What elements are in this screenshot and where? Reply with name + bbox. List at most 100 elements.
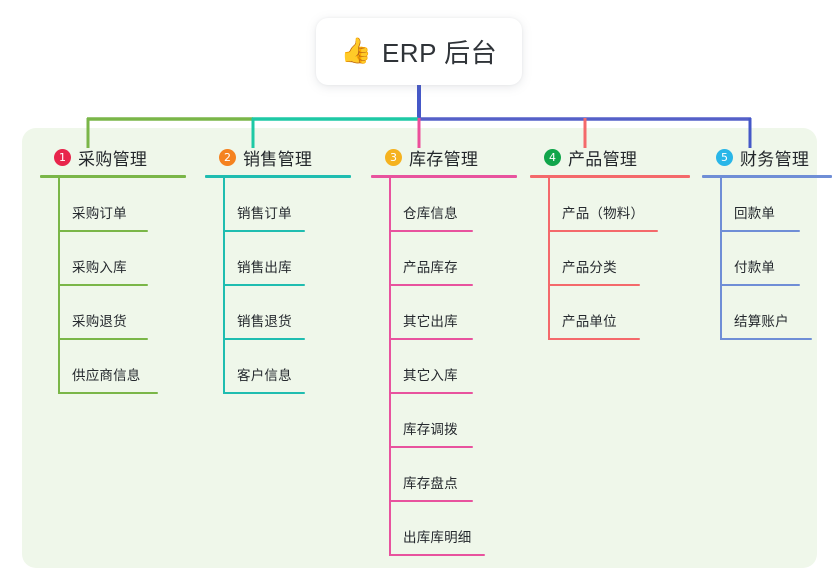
branch-column-1: 1 采购管理采购订单采购入库采购退货供应商信息 bbox=[40, 145, 186, 394]
leaf-node[interactable]: 仓库信息 bbox=[371, 178, 517, 232]
leaf-node-label: 付款单 bbox=[734, 260, 776, 275]
leaf-node-label: 出库库明细 bbox=[403, 530, 472, 545]
leaf-node-rule bbox=[58, 338, 148, 340]
leaf-node-rule bbox=[223, 230, 305, 232]
leaf-node-rule bbox=[720, 284, 800, 286]
branch-title-4: 产品管理 bbox=[568, 149, 638, 169]
branch-spine-4 bbox=[548, 178, 550, 340]
thumbs-up-icon: 👍 bbox=[340, 37, 372, 65]
leaf-node[interactable]: 采购入库 bbox=[40, 232, 186, 286]
branch-badge-2: 2 bbox=[219, 148, 236, 166]
leaf-node-rule bbox=[548, 230, 658, 232]
branch-spine-3 bbox=[389, 178, 391, 556]
leaf-node-rule bbox=[389, 392, 473, 394]
leaf-node-rule bbox=[389, 554, 485, 556]
leaf-node-label: 供应商信息 bbox=[72, 368, 141, 383]
leaf-node-rule bbox=[548, 338, 640, 340]
branch-item-list-1: 采购订单采购入库采购退货供应商信息 bbox=[40, 178, 186, 394]
leaf-node-rule bbox=[223, 284, 305, 286]
branch-item-list-4: 产品（物料） 产品分类产品单位 bbox=[530, 178, 690, 340]
leaf-node-rule bbox=[548, 284, 640, 286]
leaf-node-label: 结算账户 bbox=[734, 314, 789, 329]
leaf-node-rule bbox=[389, 338, 473, 340]
leaf-node-label: 库存盘点 bbox=[403, 476, 458, 491]
leaf-node[interactable]: 出库库明细 bbox=[371, 502, 517, 556]
branch-spine-5 bbox=[720, 178, 722, 340]
leaf-node-label: 销售出库 bbox=[237, 260, 292, 275]
branch-badge-1: 1 bbox=[54, 148, 71, 166]
leaf-node[interactable]: 其它入库 bbox=[371, 340, 517, 394]
branch-item-list-3: 仓库信息产品库存其它出库其它入库库存调拨库存盘点出库库明细 bbox=[371, 178, 517, 556]
leaf-node[interactable]: 销售退货 bbox=[205, 286, 351, 340]
leaf-node-rule bbox=[389, 446, 473, 448]
leaf-node-label: 产品（物料） bbox=[562, 206, 645, 221]
branch-badge-3: 3 bbox=[385, 148, 402, 166]
leaf-node-rule bbox=[223, 392, 305, 394]
leaf-node[interactable]: 结算账户 bbox=[702, 286, 832, 340]
diagram-background-panel bbox=[22, 128, 817, 568]
branch-header-rule-4 bbox=[530, 175, 690, 178]
leaf-node-label: 采购退货 bbox=[72, 314, 127, 329]
branch-item-list-2: 销售订单销售出库销售退货客户信息 bbox=[205, 178, 351, 394]
leaf-node[interactable]: 其它出库 bbox=[371, 286, 517, 340]
leaf-node-rule bbox=[720, 338, 812, 340]
leaf-node-label: 销售退货 bbox=[237, 314, 292, 329]
branch-header-rule-2 bbox=[205, 175, 351, 178]
leaf-node-label: 库存调拨 bbox=[403, 422, 458, 437]
leaf-node-rule bbox=[58, 392, 158, 394]
leaf-node[interactable]: 客户信息 bbox=[205, 340, 351, 394]
branch-title-5: 财务管理 bbox=[740, 149, 810, 169]
branch-badge-4: 4 bbox=[544, 148, 561, 166]
leaf-node-label: 仓库信息 bbox=[403, 206, 458, 221]
leaf-node-rule bbox=[389, 500, 473, 502]
branch-header-1[interactable]: 1 采购管理 bbox=[40, 145, 186, 169]
leaf-node[interactable]: 采购退货 bbox=[40, 286, 186, 340]
leaf-node[interactable]: 产品（物料） bbox=[530, 178, 690, 232]
branch-badge-5: 5 bbox=[716, 148, 733, 166]
leaf-node-label: 产品库存 bbox=[403, 260, 458, 275]
branch-title-3: 库存管理 bbox=[409, 149, 479, 169]
branch-header-rule-5 bbox=[702, 175, 832, 178]
leaf-node[interactable]: 销售出库 bbox=[205, 232, 351, 286]
leaf-node[interactable]: 付款单 bbox=[702, 232, 832, 286]
branch-item-list-5: 回款单付款单结算账户 bbox=[702, 178, 832, 340]
leaf-node-label: 其它入库 bbox=[403, 368, 458, 383]
leaf-node[interactable]: 供应商信息 bbox=[40, 340, 186, 394]
branch-header-5[interactable]: 5 财务管理 bbox=[702, 145, 832, 169]
root-node-title: ERP 后台 bbox=[381, 38, 498, 68]
branch-header-2[interactable]: 2 销售管理 bbox=[205, 145, 351, 169]
leaf-node[interactable]: 库存盘点 bbox=[371, 448, 517, 502]
branch-header-3[interactable]: 3 库存管理 bbox=[371, 145, 517, 169]
branch-spine-2 bbox=[223, 178, 225, 394]
leaf-node[interactable]: 产品分类 bbox=[530, 232, 690, 286]
leaf-node[interactable]: 回款单 bbox=[702, 178, 832, 232]
leaf-node[interactable]: 产品单位 bbox=[530, 286, 690, 340]
branch-column-5: 5 财务管理回款单付款单结算账户 bbox=[702, 145, 832, 340]
leaf-node[interactable]: 产品库存 bbox=[371, 232, 517, 286]
leaf-node-rule bbox=[389, 230, 473, 232]
branch-column-2: 2 销售管理销售订单销售出库销售退货客户信息 bbox=[205, 145, 351, 394]
leaf-node-rule bbox=[223, 338, 305, 340]
leaf-node-rule bbox=[58, 230, 148, 232]
leaf-node-label: 产品单位 bbox=[562, 314, 617, 329]
leaf-node-label: 销售订单 bbox=[237, 206, 292, 221]
branch-title-2: 销售管理 bbox=[243, 149, 313, 169]
leaf-node-label: 客户信息 bbox=[237, 368, 292, 383]
root-node-card[interactable]: 👍 ERP 后台 bbox=[316, 18, 522, 85]
leaf-node-label: 采购入库 bbox=[72, 260, 127, 275]
leaf-node-rule bbox=[389, 284, 473, 286]
branch-header-rule-3 bbox=[371, 175, 517, 178]
leaf-node-label: 采购订单 bbox=[72, 206, 127, 221]
leaf-node[interactable]: 销售订单 bbox=[205, 178, 351, 232]
branch-column-4: 4 产品管理产品（物料） 产品分类产品单位 bbox=[530, 145, 690, 340]
branch-spine-1 bbox=[58, 178, 60, 394]
branch-header-rule-1 bbox=[40, 175, 186, 178]
leaf-node[interactable]: 库存调拨 bbox=[371, 394, 517, 448]
branch-header-4[interactable]: 4 产品管理 bbox=[530, 145, 690, 169]
leaf-node-rule bbox=[720, 230, 800, 232]
leaf-node-label: 产品分类 bbox=[562, 260, 617, 275]
leaf-node[interactable]: 采购订单 bbox=[40, 178, 186, 232]
leaf-node-rule bbox=[58, 284, 148, 286]
branch-title-1: 采购管理 bbox=[78, 149, 148, 169]
branch-column-3: 3 库存管理仓库信息产品库存其它出库其它入库库存调拨库存盘点出库库明细 bbox=[371, 145, 517, 556]
